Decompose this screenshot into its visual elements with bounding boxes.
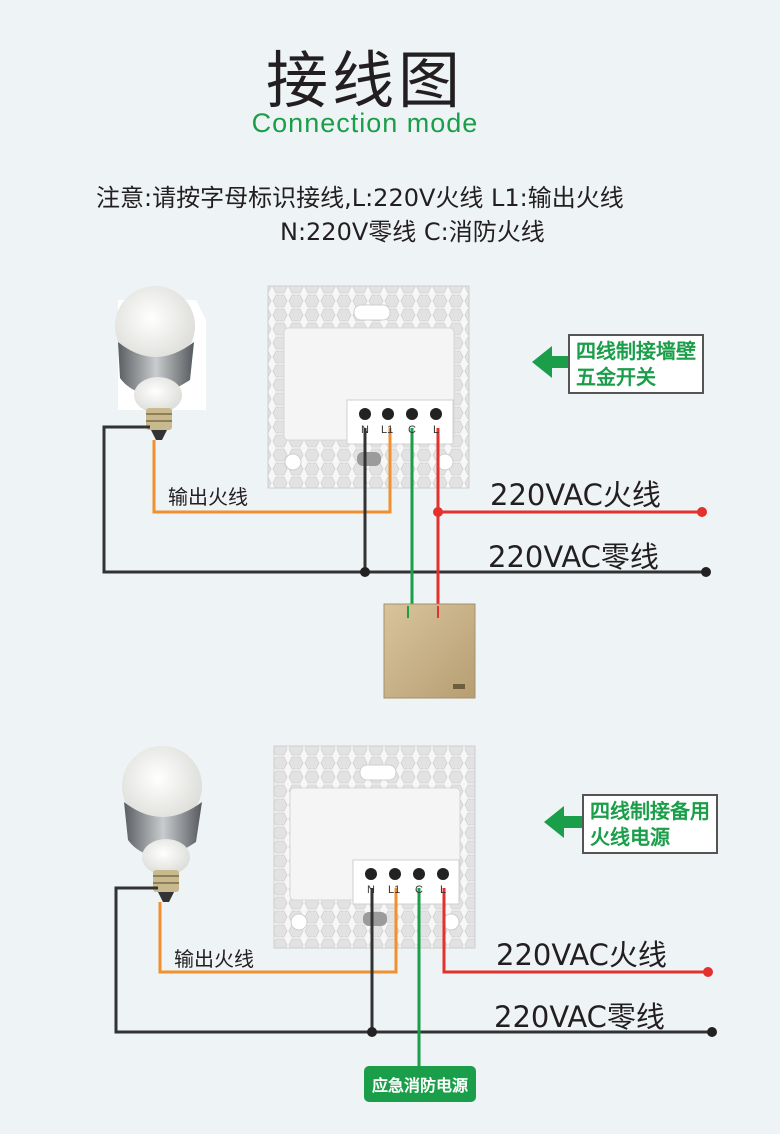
page-title: 接线图 bbox=[265, 44, 464, 117]
bulb-1 bbox=[115, 286, 206, 440]
neutral-wire-2 bbox=[114, 886, 712, 1034]
neutral-junction-dot-2 bbox=[367, 1027, 377, 1037]
terminal-label-l-2: L bbox=[440, 884, 447, 896]
callout-1-line2: 五金开关 bbox=[576, 365, 656, 389]
output-live-label-2: 输出火线 bbox=[174, 947, 254, 971]
terminal-label-l-1: L bbox=[433, 424, 440, 436]
output-wire-2 bbox=[158, 888, 398, 974]
terminal-label-n-2: N bbox=[367, 884, 375, 896]
callout-2-line1: 四线制接备用 bbox=[590, 799, 710, 823]
terminal-label-c-2: C bbox=[415, 884, 423, 896]
wires-1 bbox=[102, 425, 706, 610]
output-live-label-1: 输出火线 bbox=[168, 485, 248, 509]
page-subtitle: Connection mode bbox=[251, 108, 479, 138]
neutral-wire-label-1: 220VAC零线 bbox=[488, 540, 659, 574]
terminal-label-l1-1: L1 bbox=[381, 424, 394, 436]
neutral-wire-label-2: 220VAC零线 bbox=[494, 1000, 665, 1034]
live-terminal-dot-1 bbox=[697, 507, 707, 517]
emergency-power-badge: 应急消防电源 bbox=[364, 1066, 477, 1102]
neutral-terminal-dot-2 bbox=[707, 1027, 717, 1037]
live-wire-label-2: 220VAC火线 bbox=[496, 938, 667, 972]
neutral-junction-dot-1 bbox=[360, 567, 370, 577]
terminal-label-l1-2: L1 bbox=[388, 884, 401, 896]
live-wire-2 bbox=[442, 888, 708, 974]
wiring-note-line1: 注意:请按字母标识接线,L:220V火线 L1:输出火线 bbox=[96, 184, 624, 212]
callout-2-line2: 火线电源 bbox=[590, 825, 670, 849]
callout-box-2: 四线制接备用 火线电源 bbox=[582, 794, 718, 854]
live-wire-label-1: 220VAC火线 bbox=[490, 478, 661, 512]
terminal-label-c-1: C bbox=[408, 424, 416, 436]
callout-box-1: 四线制接墙壁 五金开关 bbox=[568, 334, 704, 394]
neutral-terminal-dot-1 bbox=[701, 567, 711, 577]
wiring-note-line2: N:220V零线 C:消防火线 bbox=[280, 218, 545, 246]
output-wire-1 bbox=[152, 428, 392, 514]
terminal-label-n-1: N bbox=[361, 424, 369, 436]
wires-2 bbox=[114, 886, 712, 1066]
callout-1-line1: 四线制接墙壁 bbox=[576, 339, 696, 363]
neutral-wire-1 bbox=[102, 425, 706, 574]
switch-module-2 bbox=[273, 745, 476, 949]
callout-arrow-1 bbox=[532, 346, 570, 378]
callout-arrow-2 bbox=[544, 806, 582, 838]
bulb-2 bbox=[122, 746, 202, 902]
switch-module-1 bbox=[267, 285, 470, 489]
live-junction-dot-1 bbox=[433, 507, 443, 517]
live-terminal-dot-2 bbox=[703, 967, 713, 977]
wall-switch-panel bbox=[383, 603, 476, 699]
